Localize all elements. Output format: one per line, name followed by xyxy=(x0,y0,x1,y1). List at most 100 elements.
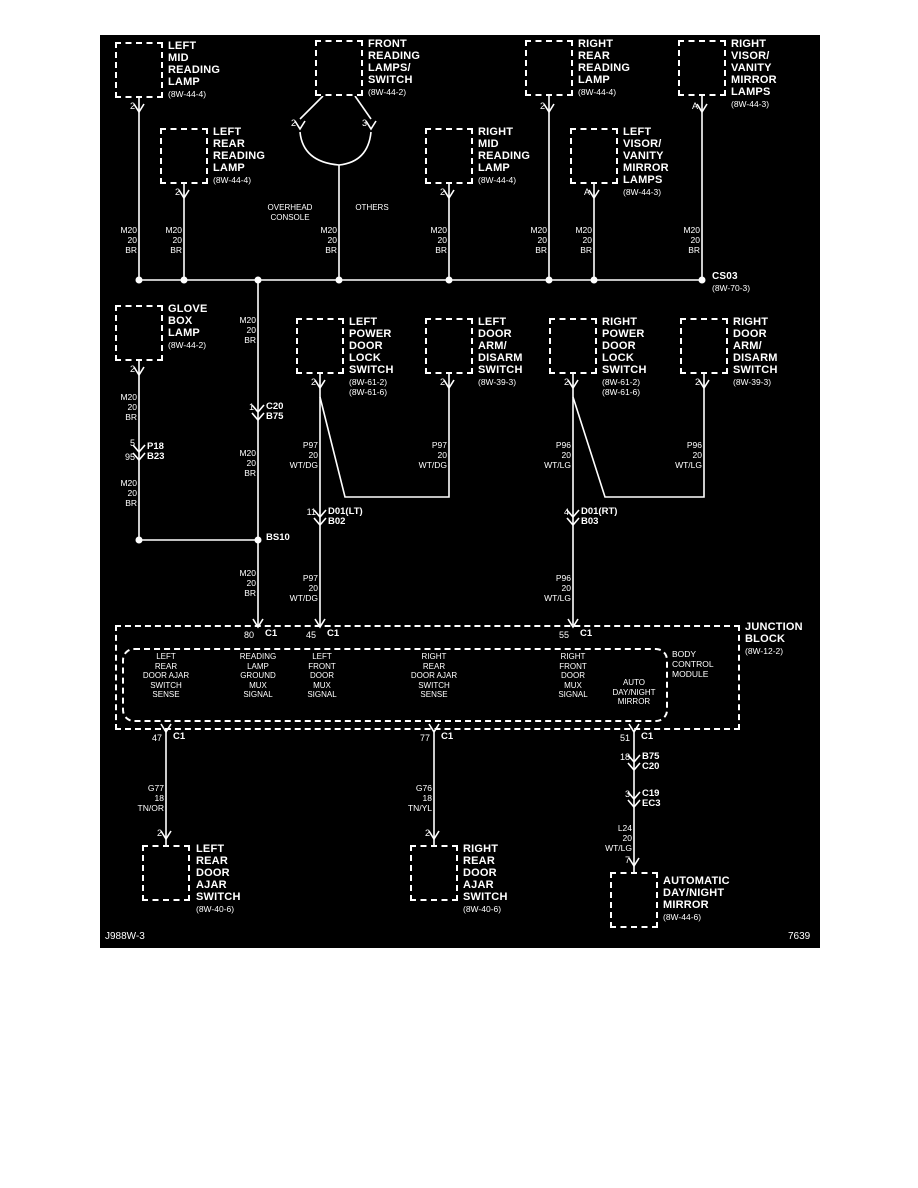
connector-cavity: 5 xyxy=(129,438,135,448)
jb-signal-left-front-door-mux: LEFT FRONT DOOR MUX SIGNAL xyxy=(307,652,337,700)
splice-dot-icons xyxy=(135,276,706,544)
pin-number: 2 xyxy=(129,101,135,111)
diagram-number: J988W-3 xyxy=(105,931,145,942)
component-label-left-mid-reading-lamp: LEFT MID READING LAMP (8W-44-4) xyxy=(168,40,220,100)
pin-number: 2 xyxy=(439,377,445,387)
component-name: FRONT READING LAMPS/ SWITCH xyxy=(368,38,421,87)
jb-entry-cavity: 55 xyxy=(558,630,569,640)
jb-exit-cavity: 51 xyxy=(619,733,630,743)
pin-number: 3 xyxy=(361,118,367,128)
connector-name-c20-b75: C20 B75 xyxy=(266,401,284,423)
wire-label-p96: P96 20 WT/LG xyxy=(675,440,702,471)
body-control-module-outline xyxy=(122,648,668,722)
wire-label-m20: M20 20 BR xyxy=(683,225,700,256)
component-label-left-visor-lamps: LEFT VISOR/ VANITY MIRROR LAMPS (8W-44-3… xyxy=(623,126,669,198)
connector-name: CS03 xyxy=(712,271,738,282)
body-control-module-label: BODY CONTROL MODULE xyxy=(672,649,714,680)
component-label-glove-box-lamp: GLOVE BOX LAMP (8W-44-2) xyxy=(168,303,208,351)
jb-entry-cavity: 45 xyxy=(305,630,316,640)
component-box-front-reading-lamps xyxy=(315,40,363,96)
jb-exit-connector: C1 xyxy=(441,731,454,742)
connector-cavity: 18 xyxy=(619,752,630,762)
component-ref: (8W-44-2) xyxy=(368,87,407,98)
component-name: RIGHT POWER DOOR LOCK SWITCH xyxy=(602,316,647,377)
component-label-right-rear-door-ajar-switch: RIGHT REAR DOOR AJAR SWITCH (8W-40-6) xyxy=(463,843,508,915)
wiring-diagram: LEFT MID READING LAMP (8W-44-4) FRONT RE… xyxy=(100,35,820,948)
component-box-left-door-arm-disarm-switch xyxy=(425,318,473,374)
component-ref: (8W-44-4) xyxy=(478,175,517,186)
component-name: LEFT REAR DOOR AJAR SWITCH xyxy=(196,843,241,904)
component-box-left-rear-reading-lamp xyxy=(160,128,208,184)
pin-number: 2 xyxy=(563,377,569,387)
wire-label-g76: G76 18 TN/YL xyxy=(407,783,432,814)
jb-signal-right-front-door-mux: RIGHT FRONT DOOR MUX SIGNAL xyxy=(558,652,588,700)
component-label-left-rear-reading-lamp: LEFT REAR READING LAMP (8W-44-4) xyxy=(213,126,265,186)
pin-number: A xyxy=(583,187,590,197)
page-number: 7639 xyxy=(788,931,811,942)
component-box-right-rear-reading-lamp xyxy=(525,40,573,96)
component-box-right-rear-door-ajar-switch xyxy=(410,845,458,901)
junction-block-label: JUNCTION BLOCK (8W-12-2) xyxy=(745,621,803,657)
component-box-right-door-arm-disarm-switch xyxy=(680,318,728,374)
component-box-left-mid-reading-lamp xyxy=(115,42,163,98)
connector-cavity: 1 xyxy=(248,402,254,412)
component-name: LEFT VISOR/ VANITY MIRROR LAMPS xyxy=(623,126,669,187)
branch-label-overhead-console: OVERHEAD CONSOLE xyxy=(267,203,313,222)
component-name: LEFT POWER DOOR LOCK SWITCH xyxy=(349,316,394,377)
jb-signal-auto-day-night-mirror: AUTO DAY/NIGHT MIRROR xyxy=(612,678,656,707)
jb-entry-connector: C1 xyxy=(265,628,278,639)
jb-exit-cavity: 47 xyxy=(151,733,162,743)
wiring-lines xyxy=(132,95,710,872)
wire-label-p97: P97 20 WT/DG xyxy=(289,440,318,471)
component-ref: (8W-61-2) (8W-61-6) xyxy=(602,377,641,397)
wire-label-m20: M20 20 BR xyxy=(239,315,256,346)
component-ref: (8W-44-3) xyxy=(623,187,662,198)
connector-label-cs03: CS03 (8W-70-3) xyxy=(712,271,750,293)
component-label-right-door-arm-disarm-switch: RIGHT DOOR ARM/ DISARM SWITCH (8W-39-3) xyxy=(733,316,778,388)
component-label-front-reading-lamps: FRONT READING LAMPS/ SWITCH (8W-44-2) xyxy=(368,38,420,98)
component-ref: (8W-39-3) xyxy=(733,377,772,388)
component-label-automatic-day-night-mirror: AUTOMATIC DAY/NIGHT MIRROR (8W-44-6) xyxy=(663,875,730,923)
jb-exit-connector: C1 xyxy=(173,731,186,742)
wire-label-g77: G77 18 TN/OR xyxy=(137,783,164,814)
wire-label-m20: M20 20 BR xyxy=(530,225,547,256)
component-ref: (8W-61-2) (8W-61-6) xyxy=(349,377,388,397)
component-box-left-visor-lamps xyxy=(570,128,618,184)
component-box-left-rear-door-ajar-switch xyxy=(142,845,190,901)
component-label-left-door-arm-disarm-switch: LEFT DOOR ARM/ DISARM SWITCH (8W-39-3) xyxy=(478,316,523,388)
component-ref: (8W-40-6) xyxy=(196,904,235,915)
component-ref: (8W-44-4) xyxy=(578,87,617,98)
junction-block-outline xyxy=(115,625,740,730)
wire-label-m20: M20 20 BR xyxy=(120,225,137,256)
pin-number: 2 xyxy=(156,828,162,838)
component-name: RIGHT REAR DOOR AJAR SWITCH xyxy=(463,843,508,904)
component-label-left-rear-door-ajar-switch: LEFT REAR DOOR AJAR SWITCH (8W-40-6) xyxy=(196,843,241,915)
connector-cavity: 3 xyxy=(624,789,630,799)
connector-name-d01-rt-b03: D01(RT) B03 xyxy=(581,506,618,528)
component-name: GLOVE BOX LAMP xyxy=(168,303,208,340)
component-name: RIGHT DOOR ARM/ DISARM SWITCH xyxy=(733,316,778,377)
component-box-right-mid-reading-lamp xyxy=(425,128,473,184)
pin-number: 2 xyxy=(439,187,445,197)
wire-label-p96: P96 20 WT/LG xyxy=(544,440,571,471)
jb-entry-connector: C1 xyxy=(327,628,340,639)
wire-label-m20: M20 20 BR xyxy=(430,225,447,256)
component-name: RIGHT MID READING LAMP xyxy=(478,126,531,175)
component-ref: (8W-44-2) xyxy=(168,340,207,351)
splice-label-bs10: BS10 xyxy=(266,532,290,543)
component-name: LEFT MID READING LAMP xyxy=(168,40,221,89)
component-label-left-power-door-lock-switch: LEFT POWER DOOR LOCK SWITCH (8W-61-2) (8… xyxy=(349,316,394,397)
connector-cavity: 4 xyxy=(563,507,569,517)
component-name: LEFT DOOR ARM/ DISARM SWITCH xyxy=(478,316,523,377)
component-name: AUTOMATIC DAY/NIGHT MIRROR xyxy=(663,875,730,912)
wire-label-m20: M20 20 BR xyxy=(165,225,182,256)
wire-label-m20: M20 20 BR xyxy=(120,392,137,423)
wire-label-p96: P96 20 WT/LG xyxy=(544,573,571,604)
pin-number: 2 xyxy=(290,118,296,128)
connector-name-d01-lt-b02: D01(LT) B02 xyxy=(328,506,363,528)
component-ref: (8W-44-4) xyxy=(213,175,252,186)
wire-label-p97: P97 20 WT/DG xyxy=(289,573,318,604)
connector-cavity: 11 xyxy=(306,507,316,517)
inline-connector-icons xyxy=(132,404,641,809)
jb-signal-reading-lamp: READING LAMP GROUND MUX SIGNAL xyxy=(239,652,277,700)
